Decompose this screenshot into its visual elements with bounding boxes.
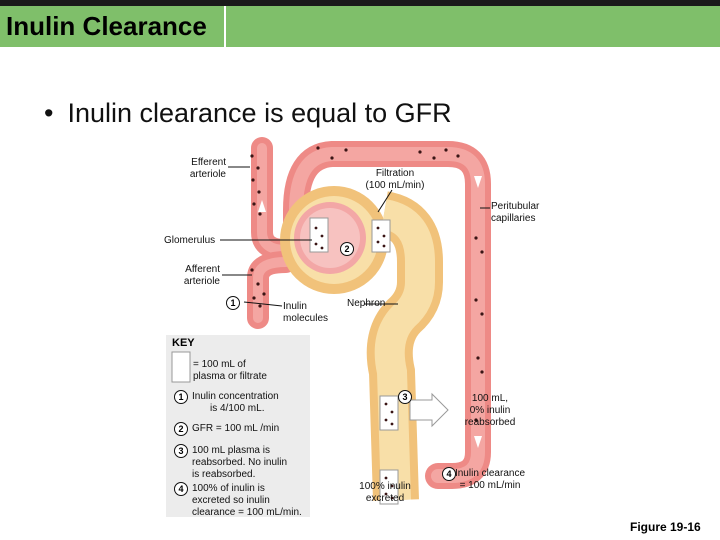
label-line: Efferent: [191, 157, 226, 168]
inulin-molecules: [250, 146, 484, 500]
key-item-1: Inulin concentration is 4/100 mL.: [192, 391, 279, 415]
label-line: Inulin concentration: [192, 391, 279, 402]
label-line: = 100 mL/min: [459, 480, 521, 491]
label-nephron: Nephron: [347, 298, 386, 309]
plasma-box-glomerulus: [309, 217, 329, 253]
label-line: excreted: [365, 493, 405, 504]
key-swatch-label: = 100 mL of plasma or filtrate: [193, 359, 267, 383]
key-item-3: 100 mL plasma is reabsorbed. No inulin i…: [192, 445, 287, 481]
slide-title: Inulin Clearance: [6, 11, 207, 41]
top-rule: [0, 0, 720, 6]
key-swatch: [171, 351, 191, 383]
label-line: clearance = 100 mL/min.: [192, 507, 302, 518]
step-marker-4: 4: [442, 467, 456, 481]
label-line: is reabsorbed.: [192, 469, 256, 480]
label-filtration: Filtration (100 mL/min): [358, 168, 432, 192]
label-line: capillaries: [491, 213, 536, 224]
label-line: (100 mL/min): [365, 180, 425, 191]
key-step-1: 1: [174, 390, 188, 404]
glomerulus: [294, 202, 366, 274]
leader-lines: [220, 166, 490, 307]
filtrate-box-3: [379, 395, 399, 431]
label-line: reabsorbed. No inulin: [192, 457, 288, 468]
step-marker-2: 2: [340, 242, 354, 256]
label-inulin-clearance: Inulin clearance = 100 mL/min: [452, 468, 528, 492]
label-line: plasma or filtrate: [193, 371, 267, 382]
key-step-3: 3: [174, 444, 188, 458]
label-line: reabsorbed: [464, 417, 516, 428]
label-line: excreted so inulin: [192, 495, 270, 506]
label-excreted: 100% inulin excreted: [350, 481, 420, 505]
bullet-text: Inulin clearance is equal to GFR: [67, 98, 452, 128]
key-step-2: 2: [174, 422, 188, 436]
label-line: 100 mL plasma is: [192, 445, 270, 456]
label-line: is 4/100 mL.: [210, 403, 265, 414]
label-line: molecules: [283, 313, 329, 324]
label-line: arteriole: [189, 169, 226, 180]
label-line: = 100 mL of: [193, 359, 246, 370]
flow-arrows: [258, 176, 482, 448]
label-inulin-molecules: Inulin molecules: [283, 301, 328, 325]
label-line: 100% inulin: [359, 481, 411, 492]
bullet-dot: •: [44, 98, 54, 128]
label-line: 100 mL,: [471, 393, 509, 404]
label-line: Inulin: [283, 301, 307, 312]
label-line: Filtration: [375, 168, 415, 179]
peritubular-capillary: [283, 141, 491, 489]
filtrate-box-2: [371, 219, 391, 253]
label-line: 100% of inulin is: [192, 483, 265, 494]
label-reabsorbed: 100 mL, 0% inulin reabsorbed: [456, 393, 524, 429]
afferent-arteriole: [247, 251, 297, 329]
label-line: arteriole: [183, 276, 220, 287]
label-line: Afferent: [185, 264, 220, 275]
label-glomerulus: Glomerulus: [164, 235, 216, 246]
key-step-4: 4: [174, 482, 188, 496]
label-peritubular-capillaries: Peritubular capillaries: [491, 201, 539, 225]
urine-box: [379, 469, 399, 505]
bullet-point: • Inulin clearance is equal to GFR: [44, 98, 452, 129]
key-item-4: 100% of inulin is excreted so inulin cle…: [192, 483, 302, 519]
figure-label: Figure 19-16: [630, 520, 701, 534]
key-title: KEY: [172, 337, 195, 349]
label-line: Peritubular: [491, 201, 540, 212]
key-item-2: GFR = 100 mL /min: [192, 423, 280, 434]
label-efferent-arteriole: Efferent arteriole: [178, 157, 226, 181]
title-box: [0, 6, 226, 47]
step-marker-3: 3: [398, 390, 412, 404]
label-line: 0% inulin: [469, 405, 511, 416]
reabsorption-arrow: [409, 392, 449, 428]
label-afferent-arteriole: Afferent arteriole: [170, 264, 220, 288]
label-line: Inulin clearance: [454, 468, 526, 479]
step-marker-1: 1: [226, 296, 240, 310]
